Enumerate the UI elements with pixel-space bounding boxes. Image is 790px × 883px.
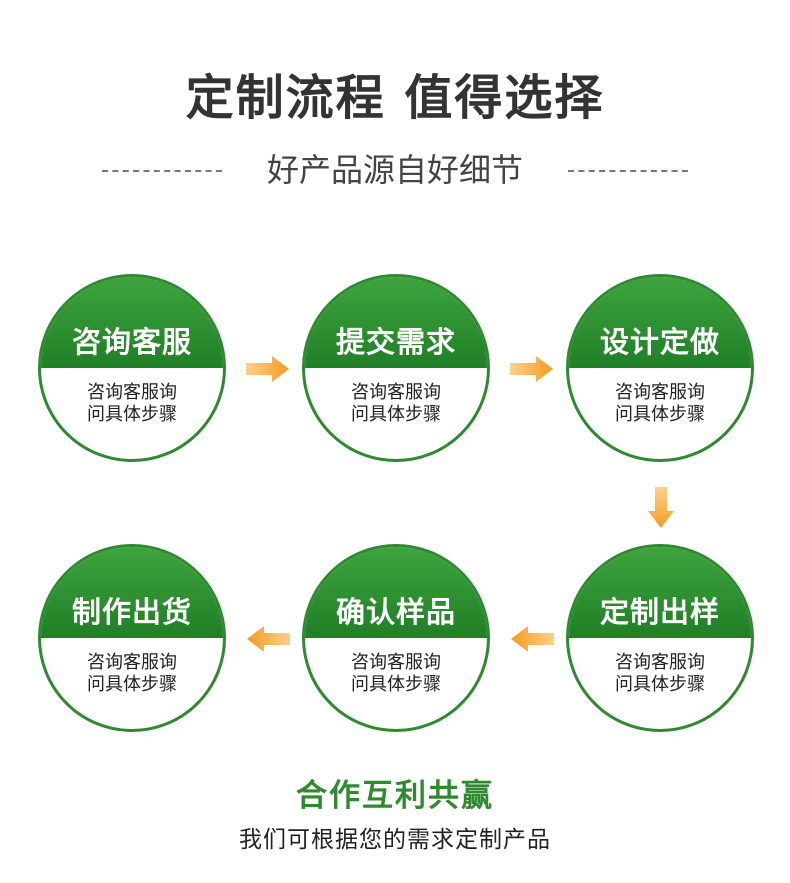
- step-description: 咨询客服询 问具体步骤: [41, 652, 223, 696]
- step-description-line: 问具体步骤: [87, 674, 177, 695]
- footer-title: 合作互利共赢: [296, 778, 494, 814]
- step-production-shipment: 制作出货 咨询客服询 问具体步骤: [38, 544, 226, 732]
- arrow-right-icon: [246, 356, 289, 382]
- step-header: [569, 277, 751, 368]
- step-header: [305, 277, 487, 368]
- step-name: 确认样品: [335, 595, 456, 629]
- step-consult-service: 咨询客服 咨询客服询 问具体步骤: [38, 274, 226, 462]
- step-confirm-sample: 确认样品 咨询客服询 问具体步骤: [302, 544, 490, 732]
- step-description-line: 问具体步骤: [615, 674, 705, 695]
- step-description: 咨询客服询 问具体步骤: [569, 652, 751, 696]
- arrow-left-icon: [247, 626, 290, 652]
- step-description-line: 咨询客服询: [87, 382, 177, 403]
- arrow-right-icon: [510, 356, 553, 382]
- footer-subtitle: 我们可根据您的需求定制产品: [239, 827, 551, 853]
- step-description-line: 咨询客服询: [351, 652, 441, 673]
- step-header: [569, 547, 751, 638]
- subtitle-row: 好产品源自好细节: [0, 148, 790, 192]
- step-description-line: 咨询客服询: [87, 652, 177, 673]
- step-description: 咨询客服询 问具体步骤: [305, 382, 487, 426]
- step-header: [305, 547, 487, 638]
- step-description-line: 问具体步骤: [615, 404, 705, 425]
- step-description-line: 问具体步骤: [87, 404, 177, 425]
- left-dashed-divider: [102, 170, 222, 172]
- step-description: 咨询客服询 问具体步骤: [305, 652, 487, 696]
- arrow-down-icon: [648, 487, 674, 528]
- step-submit-requirement: 提交需求 咨询客服询 问具体步骤: [302, 274, 490, 462]
- step-description-line: 问具体步骤: [351, 404, 441, 425]
- step-name: 咨询客服: [71, 325, 192, 359]
- step-description-line: 咨询客服询: [615, 382, 705, 403]
- step-description-line: 咨询客服询: [615, 652, 705, 673]
- step-name: 定制出样: [599, 595, 720, 629]
- subtitle: 好产品源自好细节: [266, 151, 523, 189]
- step-description: 咨询客服询 问具体步骤: [569, 382, 751, 426]
- step-name: 制作出货: [71, 595, 192, 629]
- step-description: 咨询客服询 问具体步骤: [41, 382, 223, 426]
- arrow-left-icon: [511, 626, 554, 652]
- right-dashed-divider: [568, 170, 688, 172]
- step-make-sample: 定制出样 咨询客服询 问具体步骤: [566, 544, 754, 732]
- page-title: 定制流程 值得选择: [185, 70, 605, 126]
- step-header: [41, 277, 223, 368]
- step-header: [41, 547, 223, 638]
- step-description-line: 咨询客服询: [351, 382, 441, 403]
- step-description-line: 问具体步骤: [351, 674, 441, 695]
- step-name: 设计定做: [599, 325, 720, 359]
- step-name: 提交需求: [335, 325, 456, 359]
- step-design-custom: 设计定做 咨询客服询 问具体步骤: [566, 274, 754, 462]
